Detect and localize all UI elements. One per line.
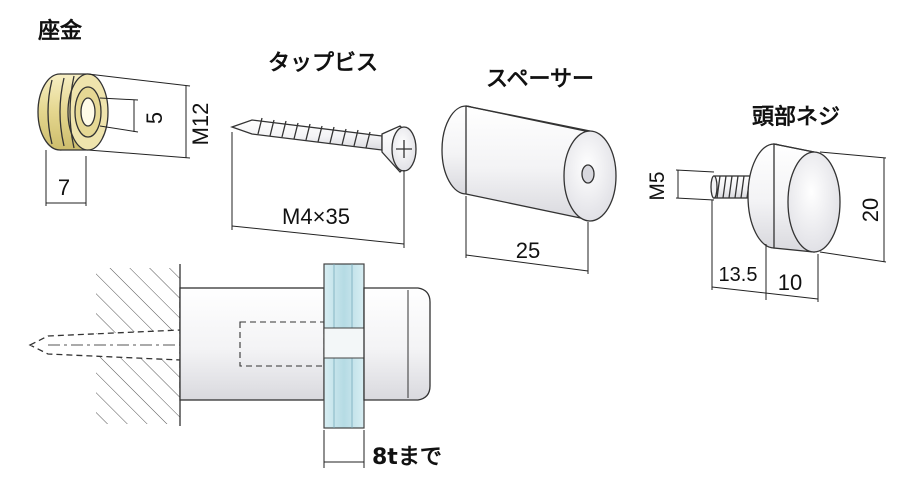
head-screw-thread-length-dim: 13.5 — [719, 264, 758, 286]
spacer-drawing — [441, 105, 617, 222]
assembly-spacer — [179, 287, 325, 401]
spacer-length-dim: 25 — [516, 238, 540, 263]
washer-part: 座金 5 M12 7 — [37, 18, 213, 206]
washer-drawing — [37, 73, 109, 151]
glass-thickness-label: 8tまで — [372, 445, 442, 470]
head-screw-part: 頭部ネジ M5 20 13.5 10 — [646, 104, 887, 302]
head-screw-drawing — [710, 143, 841, 253]
assembly-head-cap — [363, 287, 431, 401]
assembly-section: 8tまで — [28, 263, 442, 470]
screw-title: タップビス — [268, 51, 378, 76]
spacer-part: スペーサー 25 — [441, 67, 617, 274]
head-screw-diameter-dim: 20 — [858, 198, 883, 222]
head-screw-title: 頭部ネジ — [752, 104, 840, 130]
screw-drawing — [230, 117, 417, 173]
washer-outer-dim: M12 — [188, 103, 213, 146]
head-screw-thread-dim: M5 — [646, 171, 669, 200]
washer-length-dim: 7 — [58, 175, 70, 200]
washer-inner-dim: 5 — [142, 112, 167, 124]
washer-title: 座金 — [38, 18, 83, 44]
spacer-title: スペーサー — [486, 67, 594, 92]
head-screw-head-length-dim: 10 — [778, 270, 802, 295]
screw-size-dim: M4×35 — [282, 204, 350, 229]
screw-part: タップビス M4×35 — [230, 51, 417, 248]
